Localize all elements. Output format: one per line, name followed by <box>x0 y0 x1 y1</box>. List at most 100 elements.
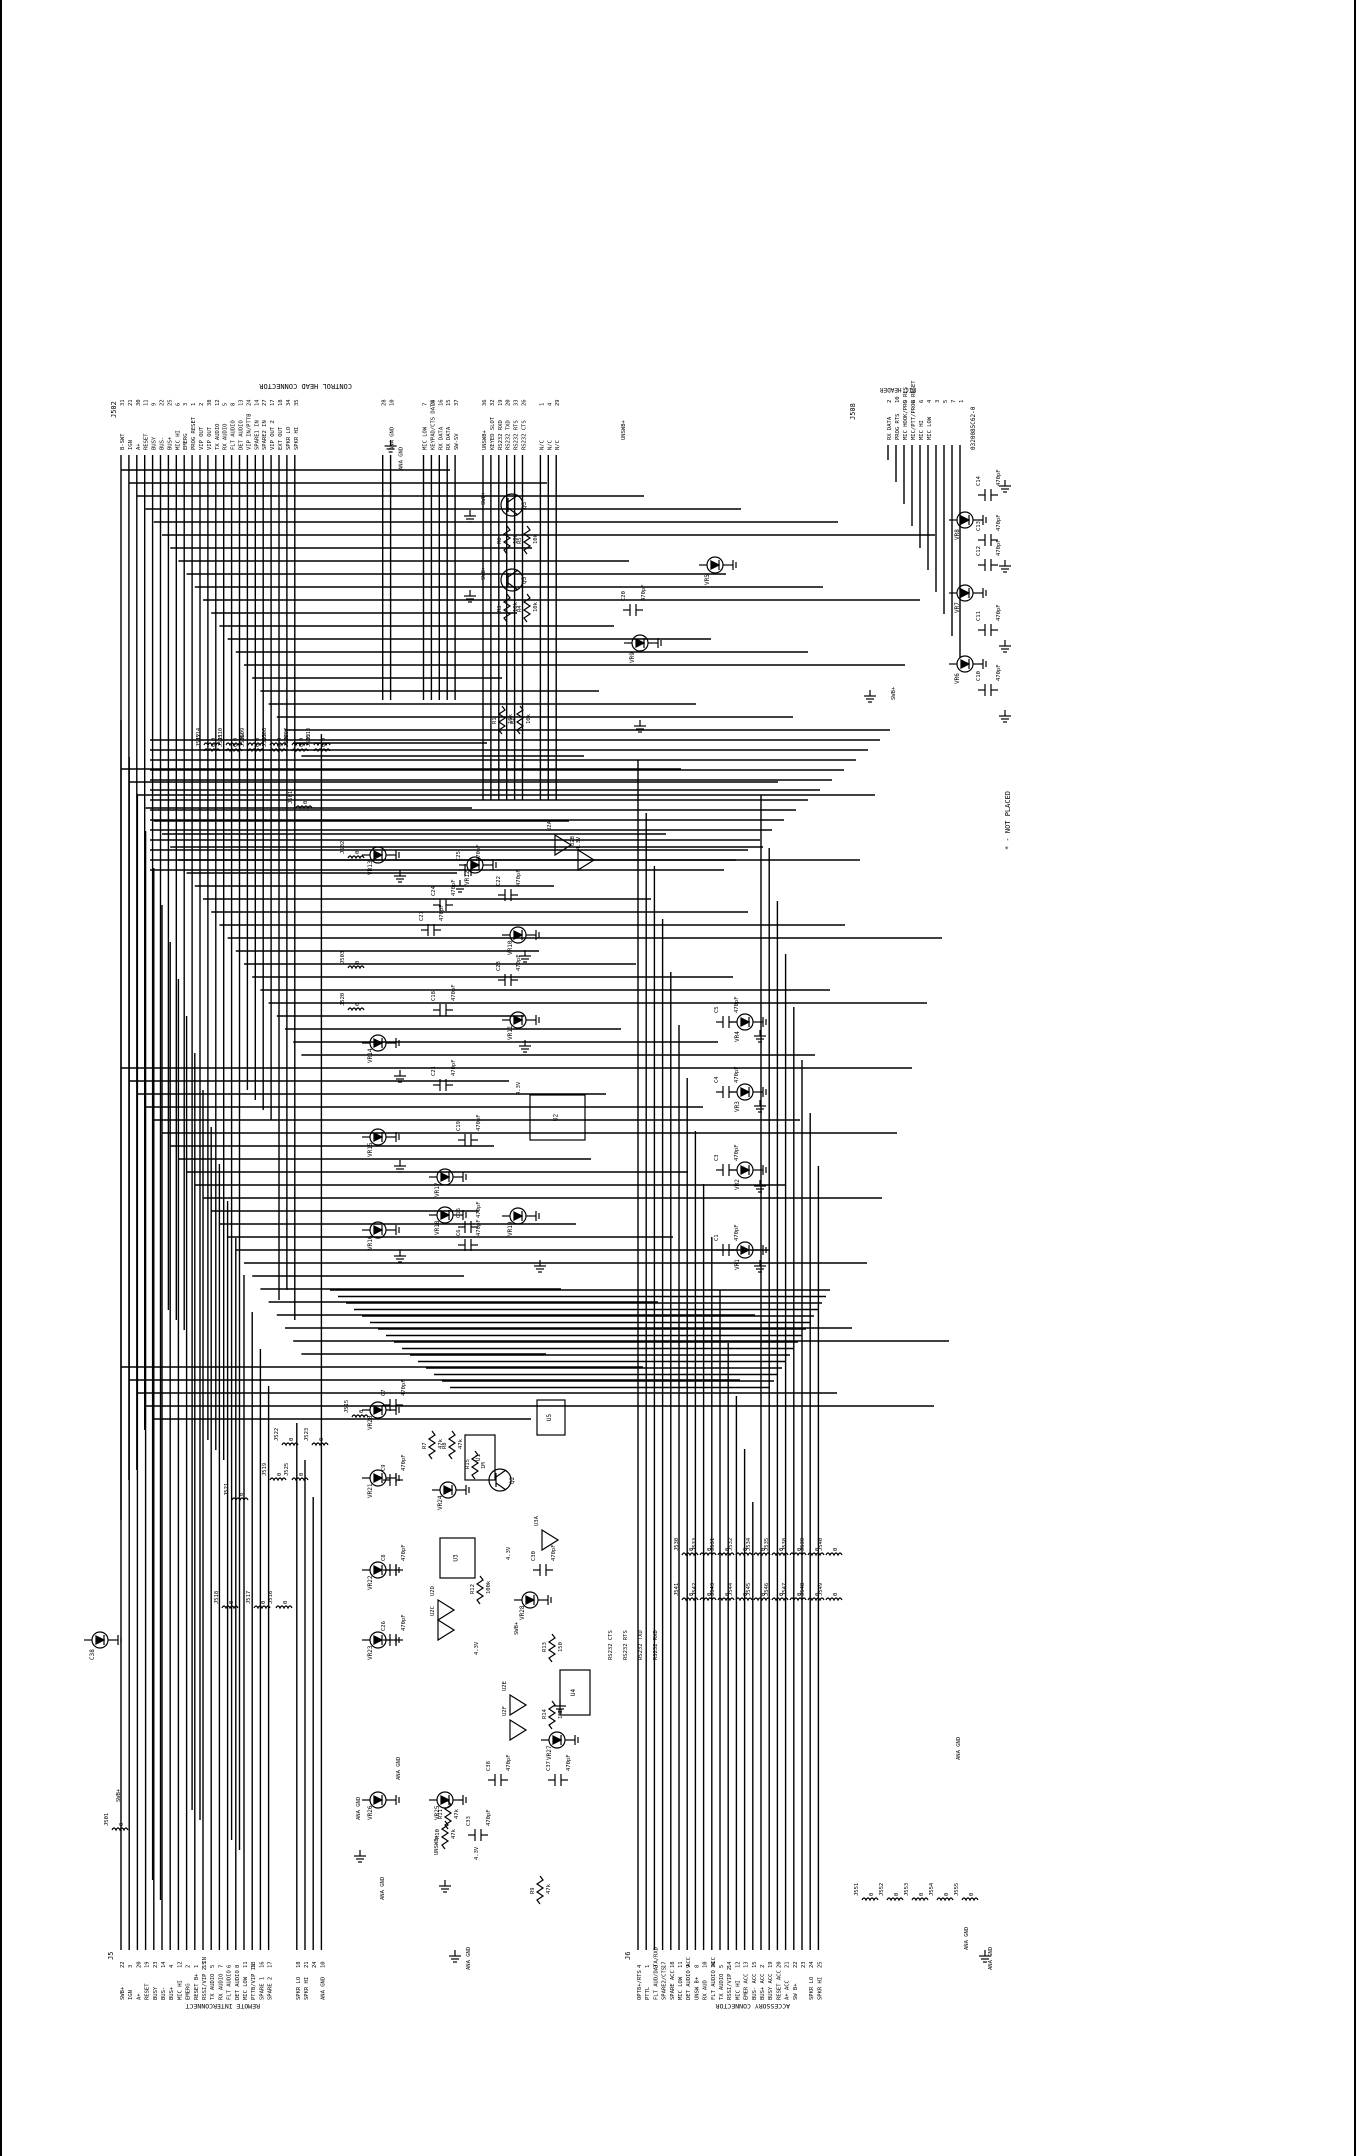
jumper-value: 0 <box>239 1493 245 1496</box>
jumper-ref: J518 <box>214 1591 220 1604</box>
control-head-pin-number: 5 <box>223 403 229 406</box>
resistor <box>443 1800 453 1830</box>
resistor <box>447 1430 457 1460</box>
accessory-pin-number: 1 <box>645 1965 651 1968</box>
remote-pin-number: 11 <box>243 1961 249 1968</box>
cap-ref: C18 <box>431 991 437 1001</box>
jumper <box>253 1605 271 1610</box>
op-amp-triangle <box>554 833 573 857</box>
op-amp-ref: U2C <box>430 1606 436 1616</box>
jumper-ref: J534 <box>746 1537 752 1551</box>
jumper <box>911 1897 929 1902</box>
cap-value: 470pF <box>401 1454 407 1471</box>
jumper-value: 0 <box>119 1823 125 1826</box>
cap-value: 470pF <box>996 514 1002 531</box>
resistor-value: 150 <box>558 1642 564 1652</box>
capacitor <box>498 974 518 986</box>
jumper-ref: J522 <box>274 1428 280 1441</box>
jumper-value: 0 <box>355 1003 361 1006</box>
diode-arrow <box>443 1485 454 1495</box>
jumper <box>225 748 243 753</box>
cap-value: 470pF <box>641 584 647 601</box>
resistor <box>497 705 507 735</box>
mic-header-part-number: 0320085C62-0 <box>970 406 977 450</box>
cap-ref: C4 <box>714 1076 720 1083</box>
jumper-ref: J520 <box>340 993 346 1006</box>
accessory-pin-number: 23 <box>801 1961 807 1968</box>
jumper-value: 0 <box>919 1893 925 1896</box>
capacitor <box>716 1086 736 1098</box>
control-head-pin-label: SW-SV <box>454 433 460 450</box>
accessory-pin-label: SW B+ <box>793 1983 799 2000</box>
control-head-pin-label: KEYPAD/CTS DATA <box>430 400 436 450</box>
cap-ref: C13 <box>976 521 982 531</box>
control-head-pin-label: RS232 CTS <box>522 420 528 450</box>
jumper-value: 0 <box>289 1438 295 1441</box>
jumper-value: 0 <box>299 744 305 747</box>
jumper-value: 0 <box>303 801 309 804</box>
jumper-ref: J506 <box>240 734 246 747</box>
accessory-pin-label: TX AUDIO <box>719 1974 725 2001</box>
jumper <box>735 1552 753 1557</box>
tvs-ref: VR18 <box>434 1220 441 1235</box>
remote-pin-number: 12 <box>177 1961 183 1968</box>
tvs-diode <box>362 1221 400 1239</box>
jumper-zigzag <box>247 742 265 747</box>
control-head-pin-label: SPARE2 IN <box>262 420 268 450</box>
gnd-label: ANA GND <box>356 1797 362 1820</box>
accessory-ref: J6 <box>624 1952 632 1960</box>
resistor-ref: R8 <box>442 1442 448 1449</box>
tvs-diode <box>729 1241 767 1259</box>
diode-arrow <box>740 1245 751 1255</box>
control-head-pin-number: 3 <box>183 403 189 406</box>
resistor-value: 47k <box>438 1438 444 1449</box>
resistor-value: 47k <box>546 1883 552 1894</box>
jumper-ref: J542 <box>692 1583 698 1596</box>
jumper-zigzag <box>269 748 287 753</box>
accessory-pin-label: BUSY ACC <box>768 1974 774 2001</box>
ic-body <box>529 1094 586 1141</box>
control-head-pin-number: 16 <box>438 399 444 406</box>
mic-header-pin-label: RX DATA <box>887 416 893 440</box>
resistor-zigzag <box>447 1430 457 1460</box>
jumper-value: 0 <box>707 1593 713 1596</box>
mic-header-pin-number: 9 <box>903 400 909 403</box>
jumper-zigzag <box>203 748 221 753</box>
tvs-ref: VR13 <box>367 860 374 875</box>
resistor-zigzag <box>522 525 532 555</box>
mic-header-pin-number: 8 <box>911 400 917 403</box>
cap-ref: C19 <box>456 1121 462 1131</box>
resistor-ref: R9 <box>530 1887 536 1894</box>
jumper <box>269 748 287 753</box>
cap-value: 470pF <box>506 1754 512 1771</box>
capacitor <box>433 1004 453 1016</box>
control-head-pin-label: BUS+ <box>167 436 173 450</box>
capacitor <box>468 1829 488 1841</box>
jumper-ref: J533 <box>692 1538 698 1551</box>
tvs-diode <box>699 556 737 574</box>
jumper-value: 0 <box>359 1410 365 1413</box>
control-head-pin-number: 4 <box>547 402 553 406</box>
control-head-pin-label: N/C <box>555 440 561 450</box>
remote-pin-number: 2 <box>186 1965 192 1968</box>
tvs-diode <box>432 1481 470 1499</box>
remote-pin-label: SPKR HI <box>304 1977 310 2000</box>
jumper-ref: J552 <box>879 1883 885 1896</box>
jumper-zigzag <box>753 1597 771 1602</box>
control-head-pin-label: PROG RESET <box>191 416 197 450</box>
jumper-ref: J504 <box>284 733 290 747</box>
jumper <box>771 1597 789 1602</box>
jumper-value: 0 <box>944 1893 950 1896</box>
diode-arrow <box>373 1473 384 1483</box>
jumper-zigzag <box>313 742 331 747</box>
control-head-pin-label: RS232 RTS <box>514 420 520 450</box>
control-head-pin-number: 2 <box>199 403 205 406</box>
jumper <box>231 1497 249 1502</box>
tvs-ref: VR25 <box>434 1805 441 1820</box>
cap-ref: C33 <box>466 1816 472 1826</box>
resistor <box>515 705 525 735</box>
resistor <box>535 1875 545 1905</box>
control-head-pin-number: 27 <box>262 399 268 406</box>
control-head-pin-number: 21 <box>128 399 134 406</box>
